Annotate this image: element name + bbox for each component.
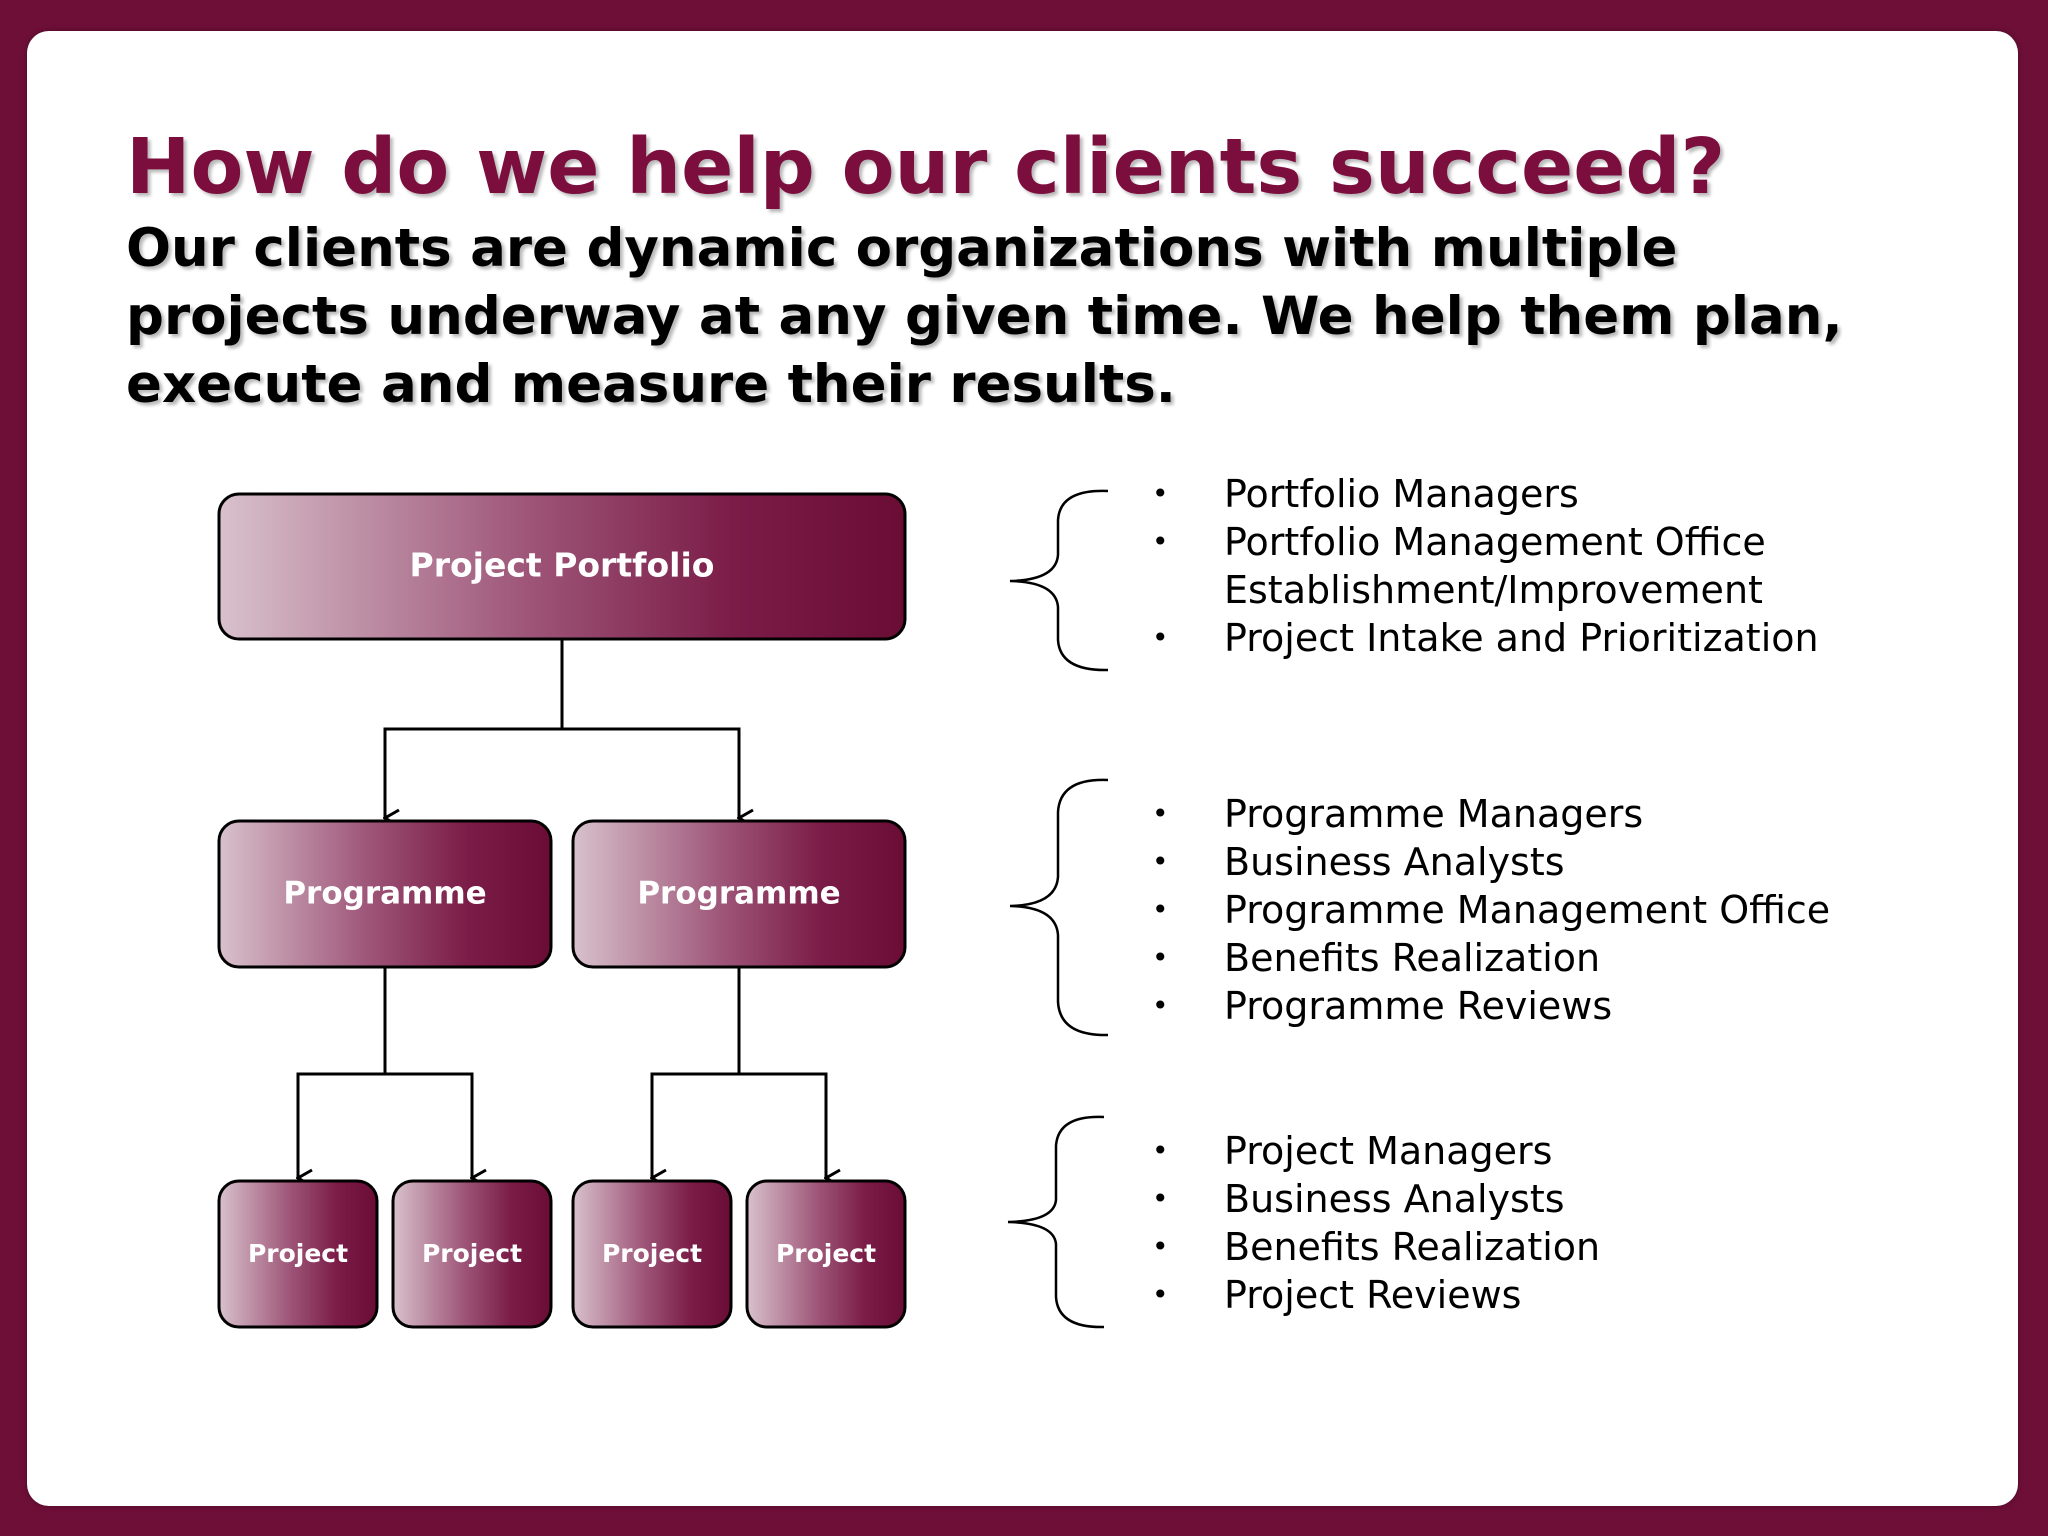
list-item: • Benefits Realization [1150,1223,1600,1271]
project-node: Project [745,1179,907,1329]
portfolio-services-list: • Portfolio Managers • Portfolio Managem… [1150,470,1819,662]
connector-portfolio [385,639,739,818]
programme-node: Programme [571,819,907,969]
list-item: • Benefits Realization [1150,934,1830,982]
programme-node-label: Programme [283,876,486,912]
bullet-icon: • [1152,989,1169,1022]
curly-brace-programme [1009,778,1109,1037]
list-item-text: Business Analysts [1224,840,1565,884]
programme-services-list: • Programme Managers • Business Analysts… [1150,790,1830,1030]
programme-node-label: Programme [637,876,840,912]
bullet-icon: • [1152,621,1169,654]
list-item: • Project Reviews [1150,1271,1600,1319]
list-item-text: Business Analysts [1224,1177,1565,1221]
bullet-icon: • [1152,797,1169,830]
project-node-label: Project [602,1239,702,1268]
list-item-text: Portfolio Managers [1224,472,1579,516]
list-item-text: Benefits Realization [1224,936,1601,980]
curly-brace-project [1007,1115,1105,1329]
list-item-text: Project Intake and Prioritization [1224,616,1819,660]
bullet-icon: • [1152,845,1169,878]
project-node: Project [391,1179,553,1329]
list-item: • Business Analysts [1150,1175,1600,1223]
list-item: • Programme Managers [1150,790,1830,838]
list-item-text: Programme Management Office [1224,888,1831,932]
list-item: • Project Managers [1150,1127,1600,1175]
list-item: • Programme Reviews [1150,982,1830,1030]
bullet-icon: • [1152,893,1169,926]
list-item-text: Project Reviews [1224,1273,1522,1317]
list-item: • Project Intake and Prioritization [1150,614,1819,662]
list-item: • Programme Management Office [1150,886,1830,934]
list-item-text: Programme Managers [1224,792,1644,836]
list-item: • Business Analysts [1150,838,1830,886]
project-services-list: • Project Managers • Business Analysts •… [1150,1127,1600,1319]
slide-subtitle: Our clients are dynamic organizations wi… [126,218,1843,415]
list-item-text: Benefits Realization [1224,1225,1601,1269]
portfolio-node-label: Project Portfolio [410,546,715,585]
bullet-icon: • [1152,477,1169,510]
curly-brace-portfolio [1009,489,1109,672]
bullet-icon: • [1152,1230,1169,1263]
connector-programme-1 [298,967,472,1178]
bullet-icon: • [1152,1278,1169,1311]
project-node-label: Project [776,1239,876,1268]
project-node-label: Project [422,1239,522,1268]
slide-title: How do we help our clients succeed? [126,123,1726,212]
project-node: Project [217,1179,379,1329]
bullet-icon: • [1152,941,1169,974]
bullet-icon: • [1152,525,1169,558]
list-item: • Portfolio Management Office Establishm… [1150,518,1819,614]
list-item-text: Portfolio Management Office Establishmen… [1224,520,1766,612]
list-item-text: Project Managers [1224,1129,1553,1173]
project-node: Project [571,1179,733,1329]
project-node-label: Project [248,1239,348,1268]
bullet-icon: • [1152,1134,1169,1167]
connector-programme-2 [652,967,826,1178]
bullet-icon: • [1152,1182,1169,1215]
list-item-text: Programme Reviews [1224,984,1613,1028]
portfolio-node: Project Portfolio [217,492,907,641]
programme-node: Programme [217,819,553,969]
list-item: • Portfolio Managers [1150,470,1819,518]
